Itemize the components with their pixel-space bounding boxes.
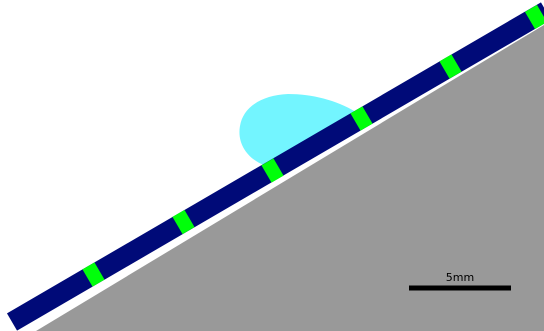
scale-bar-label: 5mm	[446, 271, 474, 284]
scale-bar: 5mm	[409, 271, 511, 291]
coating-marker	[261, 158, 284, 183]
coating-marker	[524, 4, 544, 30]
coating-marker	[82, 262, 105, 287]
coating-marker	[439, 54, 462, 79]
coating-marker	[172, 209, 195, 235]
surface-coating-strip	[6, 2, 544, 331]
liquid-droplet	[239, 94, 356, 165]
inclined-substrate	[36, 25, 544, 331]
coating-marker	[350, 106, 373, 131]
coating-markers	[82, 4, 544, 287]
